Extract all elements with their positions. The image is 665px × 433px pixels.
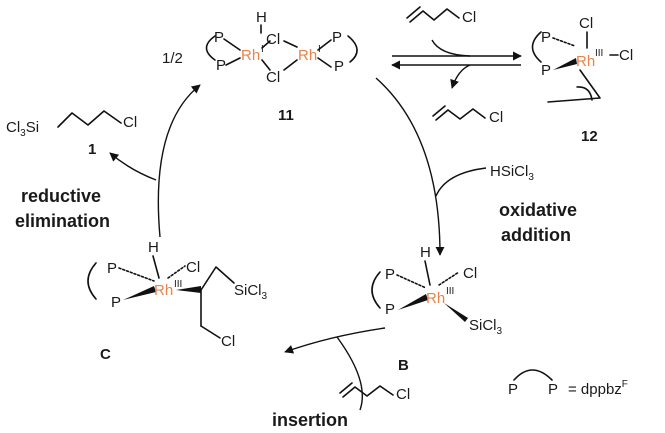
rhodium-center: Rh <box>426 290 445 307</box>
phosphorus-label: P <box>214 29 224 46</box>
ligand-legend: P P = dppbzF <box>508 369 628 398</box>
rhodium-dimer-11: 1/2 P P Rh I H Cl Cl Rh I P P 11 <box>162 9 358 124</box>
reductive-elimination-label: elimination <box>15 211 110 231</box>
rhodium-center: Rh <box>576 53 595 70</box>
oxidative-addition-label: oxidative <box>499 200 577 220</box>
oxidation-state: III <box>595 48 603 59</box>
hydrogen-label: H <box>256 9 267 26</box>
allyl-chloride-top: Cl <box>406 6 476 26</box>
compound-number-12: 12 <box>581 128 598 145</box>
cycle-arrows <box>109 77 487 411</box>
insertion-label: insertion <box>272 410 348 430</box>
ligand-backbone-arc <box>513 369 553 381</box>
trichlorosilyl-group: SiCl3 <box>469 317 503 337</box>
hsicl3-entry-arrow <box>435 167 487 197</box>
compound-label-b: B <box>398 357 409 374</box>
insertion-arrow <box>284 327 386 354</box>
chloride-label: Cl <box>396 386 410 403</box>
phosphorus-label: P <box>508 381 518 398</box>
chloride-label: Cl <box>619 47 633 64</box>
bridging-chloride: Cl <box>266 31 280 48</box>
oxidative-addition-arrow <box>375 77 445 256</box>
reductive-elimination-arrow <box>157 84 201 238</box>
allyl-chloride-released: Cl <box>432 105 503 126</box>
alkene-entry-arrow <box>336 336 363 411</box>
phosphorus-label: P <box>332 29 342 46</box>
phosphorus-label: P <box>334 58 344 75</box>
phosphorus-label: P <box>111 294 121 311</box>
step-labels: reductive elimination oxidative addition… <box>15 186 577 430</box>
compound-number-11: 11 <box>278 107 294 124</box>
equilibrium-arrows <box>391 39 522 89</box>
intermediate-c: P P H Cl Rh III SiCl3 Cl C <box>87 239 268 363</box>
product-release-arrow <box>109 152 157 181</box>
product-1: Cl3Si Cl 1 <box>6 110 137 158</box>
phosphorus-label: P <box>385 301 395 318</box>
chloride-label: Cl <box>123 114 137 131</box>
bridging-chloride: Cl <box>266 69 280 86</box>
trichlorosilyl-prefix: Cl3Si <box>6 119 39 139</box>
rhodium-center: Rh <box>241 47 260 64</box>
rhodium-allyl-complex-12: P P Rh III Cl Cl 12 <box>531 15 633 145</box>
compound-number-1: 1 <box>88 141 96 158</box>
phosphorus-label: P <box>107 260 117 277</box>
hydrogen-label: H <box>420 244 431 261</box>
phosphorus-label: P <box>541 29 551 46</box>
half-equivalent-label: 1/2 <box>162 50 183 67</box>
hydrogen-label: H <box>148 239 159 256</box>
phosphorus-label: P <box>541 62 551 79</box>
chloride-label: Cl <box>462 9 476 26</box>
reductive-elimination-label: reductive <box>21 186 101 206</box>
phosphorus-label: P <box>216 57 226 74</box>
oxidative-addition-label: addition <box>501 225 571 245</box>
ligand-arc-left <box>205 35 216 61</box>
chloride-label: Cl <box>221 333 235 350</box>
apical-chloride: Cl <box>579 15 593 32</box>
allyl-chloride-bottom: Cl <box>339 382 410 403</box>
rhodium-center: Rh <box>298 47 317 64</box>
ligand-definition: = dppbzF <box>568 379 628 398</box>
compound-label-c: C <box>100 346 111 363</box>
oxidation-state: I <box>261 44 264 55</box>
intermediate-b: P P H Cl Rh III SiCl3 B <box>371 244 503 374</box>
chloride-label: Cl <box>186 259 200 276</box>
phosphorus-label: P <box>548 381 558 398</box>
hsicl3-reagent: HSiCl3 <box>490 163 534 183</box>
oxidation-state: III <box>446 286 454 297</box>
rhodium-center: Rh <box>154 282 173 299</box>
ligand-arc-right <box>347 35 358 63</box>
chloride-label: Cl <box>463 265 477 282</box>
phosphorus-label: P <box>385 266 395 283</box>
oxidation-state: III <box>174 279 182 290</box>
chloride-label: Cl <box>489 109 503 126</box>
trichlorosilyl-group: SiCl3 <box>234 282 268 302</box>
